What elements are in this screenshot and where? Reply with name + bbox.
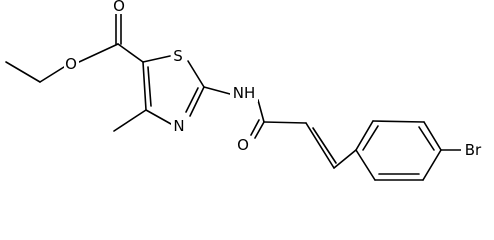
atom-o-ester-carbonyl-label: O [113, 0, 125, 15]
bonds [5, 13, 462, 181]
bond-o-carbonyl-c [78, 43, 119, 63]
bond-ar6-ar1 [355, 149, 376, 181]
atom-n-ring: N [171, 117, 187, 135]
bond-c2-n3-b [185, 87, 199, 113]
bond-calpha-cbeta-b [312, 127, 337, 164]
atom-o-ester-ether-label: O [65, 55, 77, 73]
bond-ch3-ch2 [5, 61, 41, 83]
bond-n3-c4 [145, 109, 172, 125]
bond-ar1-ar2-inner [362, 125, 379, 151]
structure-canvas: O O S N NH O Br [5, 0, 485, 181]
bond-ar3-ar4-inner [418, 126, 435, 151]
bond-c2-nh [203, 86, 231, 95]
atom-s-ring: S [171, 47, 185, 65]
molecule-drawing: O O S N NH O Br [5, 0, 485, 181]
bond-c4-methyl [113, 109, 147, 132]
bond-nh-camide [257, 99, 265, 123]
atom-o-amide-label: O [237, 136, 249, 154]
bond-s-c2 [187, 60, 205, 88]
bond-calpha-cbeta-a [305, 122, 335, 169]
bond-ar3-ar4 [423, 121, 442, 151]
atom-n-ring-label: N [173, 117, 184, 135]
atom-br-label: Br [465, 141, 482, 159]
bond-cbeta-aryl [333, 149, 357, 169]
bond-ar1-ar2 [355, 120, 374, 151]
bond-ar4-ar5 [422, 149, 442, 181]
atom-n-amide-label: NH [233, 84, 256, 102]
bond-c-o-amide-a [254, 121, 265, 139]
atom-o-amide: O [236, 136, 251, 154]
bond-c2-n3-a [189, 86, 205, 117]
bond-camide-calpha [263, 121, 307, 124]
bond-c-o-amide-b [250, 119, 260, 136]
atom-labels: O O S N NH O Br [64, 0, 485, 159]
atom-s-ring-label: S [173, 47, 183, 65]
atom-br: Br [461, 141, 485, 159]
bond-ch2-o [39, 66, 65, 83]
atom-o-ester-ether: O [64, 55, 79, 73]
atom-o-ester-carbonyl: O [112, 0, 126, 15]
bond-ar2-ar3 [372, 120, 425, 123]
bond-ester-c5 [117, 43, 144, 63]
bond-c5-s [142, 55, 171, 63]
atom-n-amide: NH [230, 84, 258, 102]
bond-c4-c5-b [147, 66, 152, 107]
bond-c4-c5-a [142, 61, 147, 111]
